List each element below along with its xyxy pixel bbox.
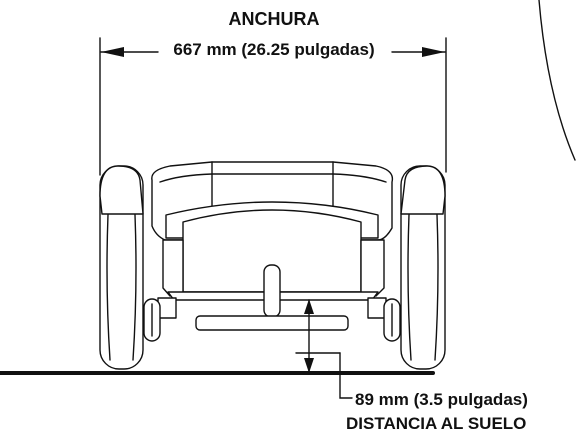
width-arrow-right [422,47,445,57]
scooter-drawing [99,161,446,370]
ground-clearance-value: 89 mm (3.5 pulgadas) [355,390,528,409]
clearance-leader [339,352,353,399]
side-frame-right [360,239,385,297]
arc-outline [538,0,576,161]
foot-plate [195,315,349,331]
ground-clearance-title: DISTANCIA AL SUELO [346,414,527,433]
seat-top-curve [159,173,387,183]
width-title: ANCHURA [228,9,320,29]
width-arrow-left [101,47,124,57]
center-post [263,264,281,318]
fender-right [400,165,446,215]
fender-left [99,165,144,215]
battery-box [182,209,362,293]
side-frame-left [162,239,184,297]
width-value: 667 mm (26.25 pulgadas) [173,40,375,59]
